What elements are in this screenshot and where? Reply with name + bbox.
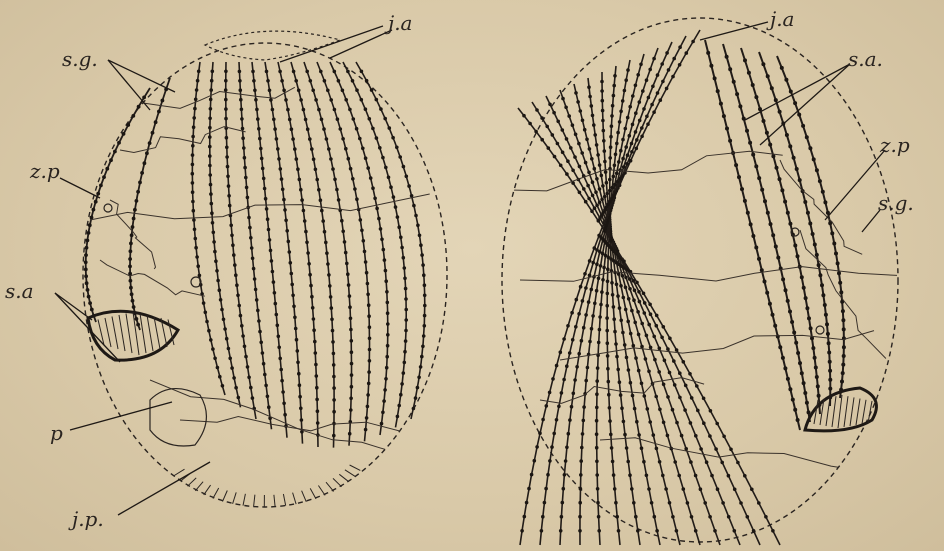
left-posterior-pole xyxy=(174,465,360,507)
left-ciliary-rows xyxy=(84,62,427,448)
ciliary-row xyxy=(251,62,288,438)
ciliary-row xyxy=(520,30,700,545)
ciliary-row xyxy=(518,108,780,545)
ciliary-row xyxy=(278,62,320,447)
right-label-sg: s.g. xyxy=(878,191,914,215)
ciliary-row xyxy=(532,102,760,545)
ciliary-row xyxy=(330,62,390,435)
left-label-sg: s.g. xyxy=(62,47,98,71)
right-ciliary-rows xyxy=(518,30,846,545)
left-label-sa: s.a xyxy=(5,279,34,303)
right-label-sa: s.a. xyxy=(848,47,883,71)
ciliary-row xyxy=(84,88,150,322)
left-label-zp: z.p xyxy=(29,159,60,183)
left-oral-apparatus xyxy=(88,311,178,360)
ciliary-row xyxy=(546,96,740,545)
ciliary-row xyxy=(208,62,241,407)
right-body-outline xyxy=(502,18,898,542)
ciliary-row xyxy=(605,60,630,545)
ciliary-row xyxy=(317,62,371,441)
left-body-outline xyxy=(83,43,447,507)
left-leader-lines xyxy=(55,26,392,515)
ciliary-row xyxy=(191,62,226,395)
ciliary-row xyxy=(238,62,272,429)
ciliary-row xyxy=(304,62,353,446)
ciliary-row xyxy=(291,62,336,448)
left-silverline-network xyxy=(90,87,441,476)
left-label-jp: j.p. xyxy=(68,507,104,531)
left-label-p: p xyxy=(50,421,63,445)
ciliary-row xyxy=(356,62,427,419)
right-ciliate-figure: j.a s.a. z.p s.g. xyxy=(502,7,914,545)
right-label-ja: j.a xyxy=(766,7,794,31)
right-label-zp: z.p xyxy=(879,133,910,157)
ciliary-row xyxy=(723,44,811,422)
left-label-ja: j.a xyxy=(384,11,412,35)
ciliary-row xyxy=(560,90,720,545)
ciliary-row xyxy=(559,42,672,545)
left-ciliate-figure: j.a s.g. z.p s.a p j.p. xyxy=(5,11,447,531)
left-anterior-pole xyxy=(205,31,340,60)
